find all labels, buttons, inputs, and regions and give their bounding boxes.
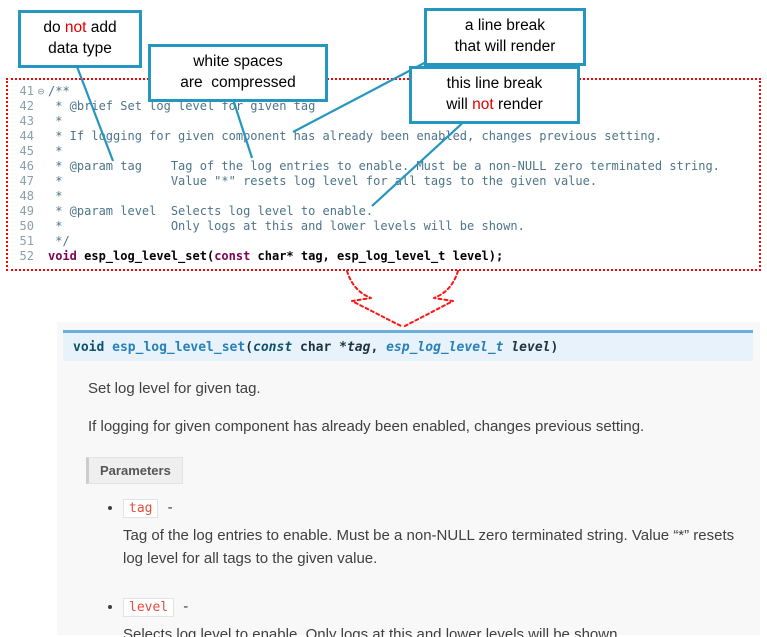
code-line: 44 * If logging for given component has … (8, 129, 759, 144)
line-number: 51 (19, 234, 34, 248)
line-number: 42 (19, 99, 34, 113)
sig-comma: , (370, 340, 387, 355)
rendered-doc-panel: void esp_log_level_set(const char *tag, … (57, 322, 760, 637)
dash-separator: - (179, 597, 189, 615)
line-number: 44 (19, 129, 34, 143)
parameter-description: Tag of the log entries to enable. Must b… (123, 527, 735, 568)
code-line: 42 * @brief Set log level for given tag (8, 99, 759, 114)
red-not-text: not (472, 95, 494, 113)
code-editor-snippet: 41⊖/** 42 * @brief Set log level for giv… (6, 78, 761, 271)
code-line: 41⊖/** (8, 84, 759, 99)
sig-type: char * (292, 340, 347, 355)
code-text: * (48, 114, 63, 128)
code-text: */ (48, 234, 70, 248)
function-signature-bar: void esp_log_level_set(const char *tag, … (63, 330, 753, 361)
callout-line: white spaces (193, 53, 283, 70)
sig-arg-tag: tag (346, 340, 371, 355)
line-number: 46 (19, 159, 34, 173)
line-number: 45 (19, 144, 34, 158)
fold-marker-icon: ⊖ (37, 85, 45, 98)
callout-line: do not add (43, 19, 117, 36)
sig-const-keyword: const (253, 340, 293, 355)
code-text: * If logging for given component has alr… (48, 129, 663, 143)
code-line-declaration: 52 void esp_log_level_set(const char* tag… (8, 249, 759, 264)
line-number: 48 (19, 189, 34, 203)
code-line: 49 * @param level Selects log level to e… (8, 204, 759, 219)
callout-line: will not render (446, 95, 543, 113)
keyword-void: void (48, 249, 77, 263)
callout-line: are compressed (180, 73, 296, 91)
callout-whitespace-compressed: white spaces are compressed (148, 44, 328, 102)
callout-line: data type (48, 39, 112, 57)
parameter-name-chip: level (123, 597, 175, 617)
parameter-item-tag: tag - Tag of the log entries to enable. … (123, 499, 760, 571)
line-number: 43 (19, 114, 34, 128)
callout-do-not-add-data-type: do not add data type (18, 10, 142, 68)
code-line: 50 * Only logs at this and lower levels … (8, 219, 759, 234)
callout-line-break-renders: a line break that will render (424, 8, 586, 66)
line-number: 47 (19, 174, 34, 188)
callout-line: that will render (454, 37, 556, 55)
doc-detail-paragraph: If logging for given component has alrea… (88, 418, 645, 435)
code-line: 45 * (8, 144, 759, 159)
doc-brief-paragraph: Set log level for given tag. (88, 380, 261, 397)
line-number: 52 (19, 249, 34, 263)
code-line: 43 * (8, 114, 759, 129)
code-line: 46 * @param tag Tag of the log entries t… (8, 159, 759, 174)
dotted-arrow-icon (346, 270, 459, 328)
sig-type-esp-log-level-t: esp_log_level_t (386, 340, 512, 355)
keyword-const: const (214, 249, 251, 263)
code-line: 48 * (8, 189, 759, 204)
dash-separator: - (163, 499, 173, 516)
code-text: void esp_log_level_set(const char* tag, … (48, 249, 504, 263)
sig-paren: ) (550, 340, 559, 355)
line-number: 49 (19, 204, 34, 218)
code-text: * (48, 189, 63, 203)
parameter-description: Selects log level to enable. Only logs a… (123, 625, 622, 637)
parameters-heading: Parameters (86, 457, 183, 484)
parameter-item-level: level - Selects log level to enable. Onl… (123, 597, 760, 637)
sig-function-name: esp_log_level_set (112, 340, 246, 355)
parameter-name-chip: tag (123, 499, 159, 518)
code-line: 51 */ (8, 234, 759, 249)
code-text: * @param level Selects log level to enab… (48, 204, 374, 218)
red-not-text: not (64, 19, 87, 36)
code-text: /** (48, 84, 70, 98)
line-number: 50 (19, 219, 34, 233)
code-text: * Value "*" resets log level for all tag… (48, 174, 598, 188)
code-line: 47 * Value "*" resets log level for all … (8, 174, 759, 189)
sig-paren: ( (245, 340, 254, 355)
code-text: * Only logs at this and lower levels wil… (48, 219, 525, 233)
line-number: 41 (19, 84, 34, 98)
code-text: * @param tag Tag of the log entries to e… (48, 159, 720, 173)
callout-line: a line break (464, 17, 546, 34)
sig-return-type: void (73, 340, 113, 355)
code-text: * (48, 144, 63, 158)
parameter-list: tag - Tag of the log entries to enable. … (57, 499, 760, 637)
callout-line: this line break (446, 75, 543, 92)
sig-arg-level: level (511, 340, 551, 355)
callout-line-break-not-render: this line break will not render (409, 66, 580, 124)
